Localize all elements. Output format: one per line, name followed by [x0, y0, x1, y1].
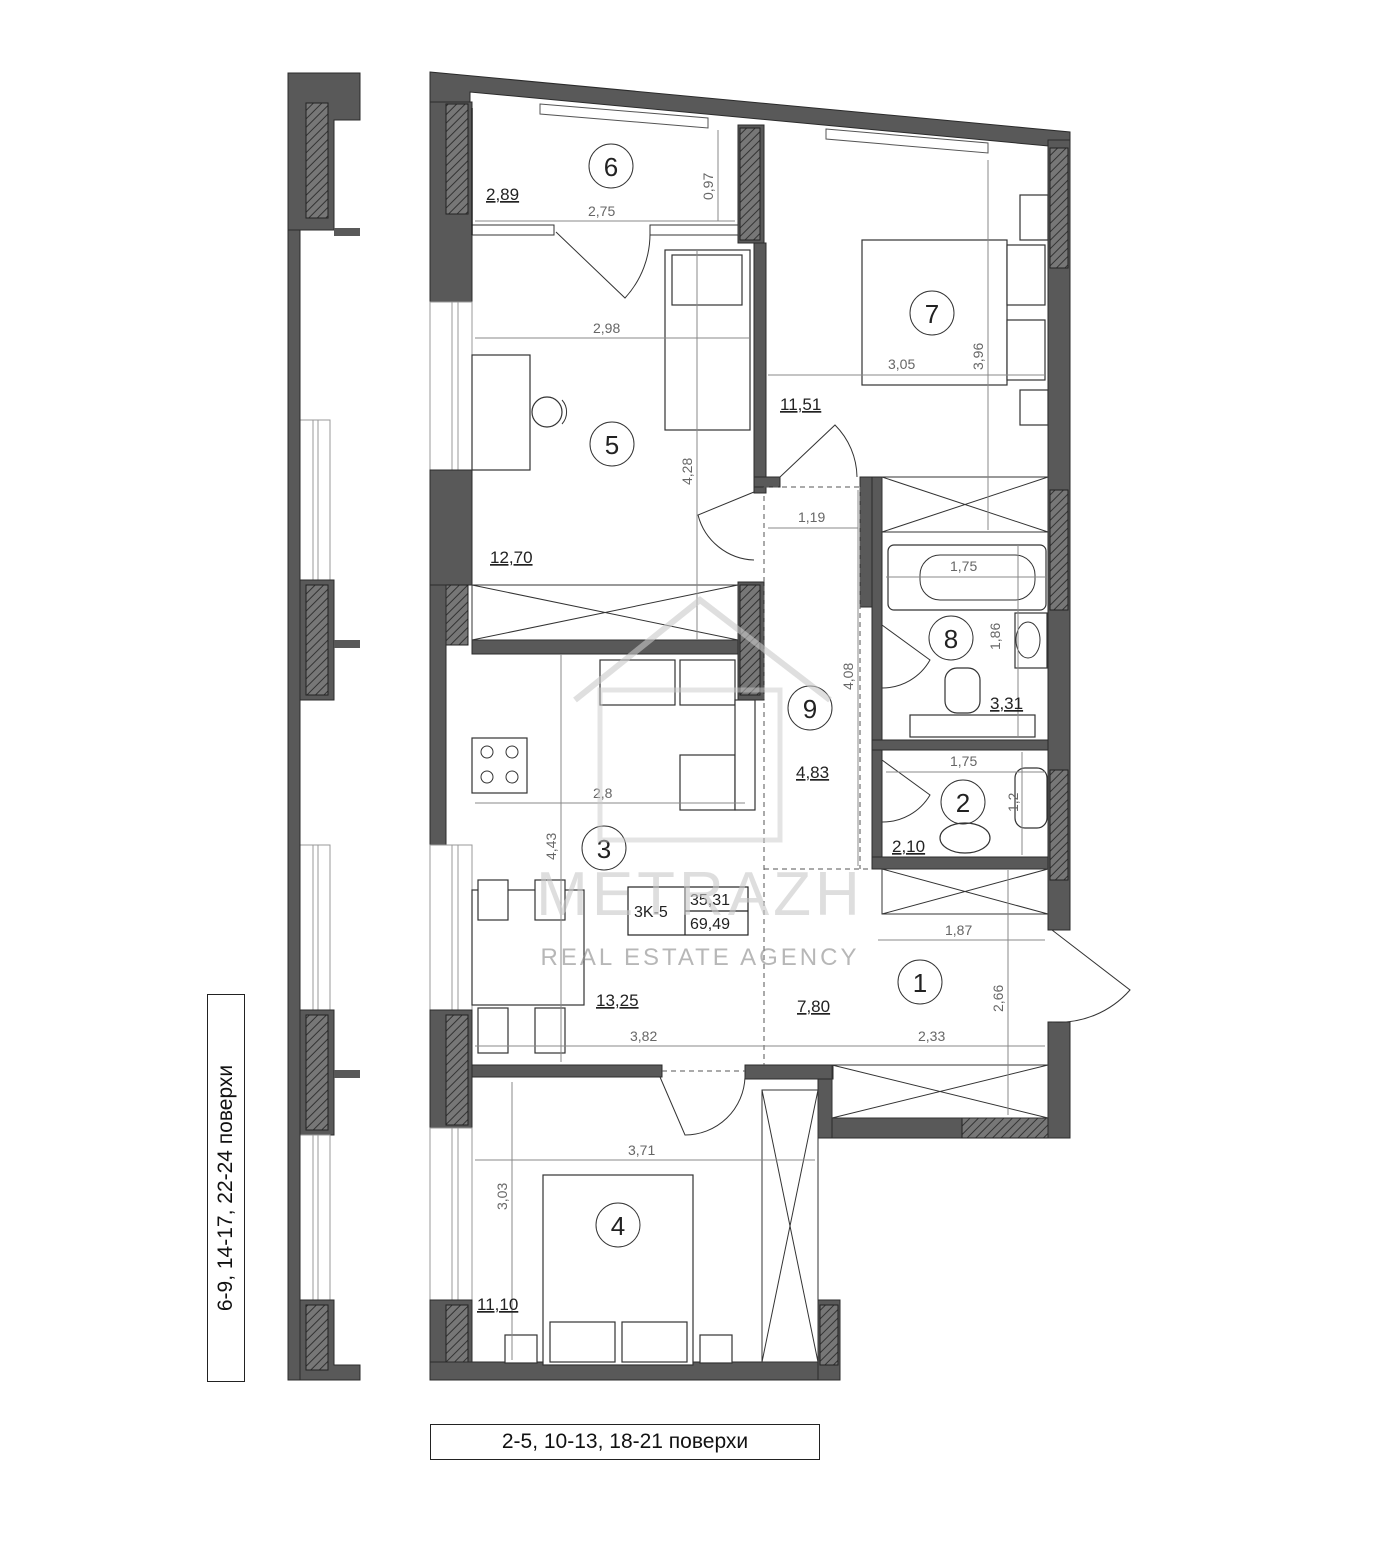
- dim-label: 2,98: [593, 320, 620, 336]
- room-area-3: 13,25: [596, 991, 639, 1010]
- floor-label-upper: 6-9, 14-17, 22-24 поверхи: [207, 994, 245, 1382]
- dim-label: 2,75: [588, 203, 615, 219]
- room-area-4: 11,10: [477, 1295, 518, 1314]
- storage-units: [471, 476, 1049, 1363]
- room-area-6: 2,89: [486, 185, 519, 204]
- room-number-6: 6: [604, 152, 618, 182]
- room-number-2: 2: [956, 788, 970, 818]
- room-area-8: 3,31: [990, 694, 1023, 713]
- dim-label: 2,8: [593, 785, 613, 801]
- dim-label: 4,08: [840, 663, 856, 690]
- dim-label: 2,33: [918, 1028, 945, 1044]
- interior-walls: [471, 124, 1049, 1080]
- dim-label: 3,82: [630, 1028, 657, 1044]
- room-number-4: 4: [611, 1211, 625, 1241]
- watermark-tagline: REAL ESTATE AGENCY: [541, 944, 860, 971]
- room-boundaries: [662, 486, 872, 1072]
- dim-label: 1,75: [950, 753, 977, 769]
- room-number-8: 8: [944, 624, 958, 654]
- room-number-9: 9: [803, 694, 817, 724]
- room-number-5: 5: [605, 430, 619, 460]
- dim-label: 3,03: [494, 1183, 510, 1210]
- room-area-2: 2,10: [892, 837, 925, 856]
- dim-label: 3,71: [628, 1142, 655, 1158]
- living-area: 35,31: [690, 892, 730, 909]
- dim-label: 1,75: [950, 558, 977, 574]
- dim-label: 0,97: [700, 173, 716, 200]
- room-markers: 6 7 5 8 9 2 3 1 4: [581, 143, 986, 1248]
- doors: [555, 231, 1131, 1136]
- apartment-summary: 3K-5 35,31 69,49: [627, 886, 749, 936]
- room-area-1: 7,80: [797, 997, 830, 1016]
- apartment-code: 3K-5: [634, 904, 668, 921]
- watermark: METRAZH REAL ESTATE AGENCY: [536, 596, 864, 971]
- total-area: 69,49: [690, 916, 730, 933]
- dim-label: 3,05: [888, 356, 915, 372]
- watermark-brand: METRAZH: [536, 860, 864, 929]
- floor-label-lower-text: 2-5, 10-13, 18-21 поверхи: [501, 1430, 749, 1453]
- room-number-7: 7: [925, 299, 939, 329]
- furniture: [471, 194, 1049, 1366]
- room-areas: 2,89 11,51 12,70 3,31 4,83 2,10 13,25 7,…: [477, 185, 1023, 1314]
- dim-label: 1,2: [1005, 792, 1021, 812]
- room-area-7: 11,51: [780, 395, 821, 414]
- dim-label: 4,43: [543, 833, 559, 860]
- room-number-1: 1: [913, 968, 927, 998]
- room-area-5: 12,70: [490, 548, 533, 567]
- dim-label: 1,19: [798, 509, 825, 525]
- dimension-lines: [475, 130, 1045, 1360]
- dim-label: 1,87: [945, 922, 972, 938]
- dim-label: 1,86: [987, 623, 1003, 650]
- floor-label-upper-text: 6-9, 14-17, 22-24 поверхи: [214, 1064, 237, 1312]
- floor-label-lower: 2-5, 10-13, 18-21 поверхи: [430, 1424, 820, 1460]
- outer-walls: [429, 71, 1071, 1381]
- dim-label: 3,96: [970, 343, 986, 370]
- room-area-9: 4,83: [796, 763, 829, 782]
- windows: [539, 103, 989, 154]
- dim-label: 2,66: [990, 985, 1006, 1012]
- dim-label: 4,28: [679, 458, 695, 485]
- alternate-facade-wall: [287, 72, 361, 1381]
